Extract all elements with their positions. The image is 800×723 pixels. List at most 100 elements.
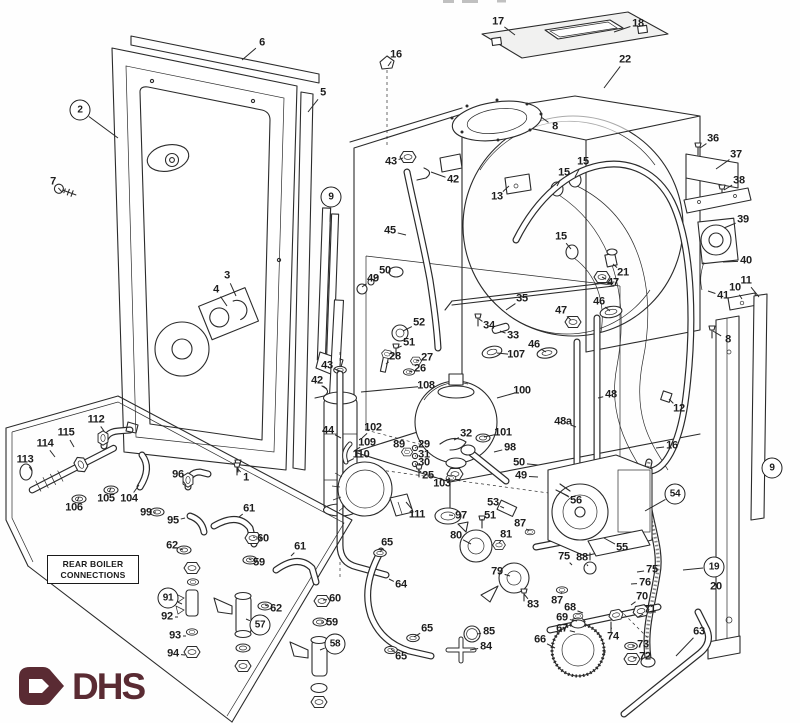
part-callout-43: 43 — [385, 155, 397, 168]
leader-line-36 — [699, 143, 707, 149]
part-callout-50: 50 — [379, 264, 391, 277]
part-callout-19: 19 — [703, 556, 725, 578]
part-callout-3: 3 — [224, 269, 230, 282]
leader-line-35 — [505, 303, 516, 311]
leader-line-69 — [569, 619, 578, 622]
leader-line-5 — [307, 98, 319, 113]
elbow-104 — [136, 451, 150, 491]
part-callout-32: 32 — [460, 427, 472, 440]
leader-line-112 — [100, 426, 105, 432]
part-callout-76: 76 — [639, 576, 651, 589]
leader-line-61 — [290, 552, 295, 557]
auto-vent-upper — [356, 266, 404, 295]
leader-line-83 — [523, 593, 529, 600]
part-callout-29: 29 — [418, 438, 430, 451]
part-callout-13: 13 — [491, 190, 503, 203]
part-callout-63: 63 — [693, 625, 705, 638]
leader-line-70 — [630, 601, 636, 606]
leader-line-104 — [133, 484, 140, 493]
part-callout-65: 65 — [381, 536, 393, 549]
part-callout-46: 46 — [528, 338, 540, 351]
dhs-logo: DHS — [16, 664, 146, 708]
leader-line-47 — [566, 315, 572, 321]
leader-line-55 — [603, 537, 616, 545]
leader-line-107 — [496, 352, 509, 355]
dhs-logo-arrow-icon — [19, 667, 64, 705]
leader-line-56 — [561, 492, 570, 498]
part-callout-75: 75 — [558, 550, 570, 563]
leader-line-66 — [546, 643, 556, 649]
part-callout-98: 98 — [504, 441, 516, 454]
leader-line-52 — [402, 326, 413, 332]
part-callout-68: 68 — [564, 601, 576, 614]
leader-line-2 — [88, 116, 119, 139]
leader-line-25 — [417, 469, 422, 473]
part-callout-35: 35 — [516, 292, 528, 305]
part-callout-37: 37 — [730, 148, 742, 161]
part-callout-57: 57 — [249, 614, 271, 636]
part-callout-115: 115 — [57, 426, 75, 439]
inset-label-line1: REAR BOILER — [62, 558, 124, 569]
part-callout-79: 79 — [491, 565, 503, 578]
part-callout-101: 101 — [494, 426, 512, 439]
part-callout-16: 16 — [390, 48, 402, 61]
leader-line-58 — [319, 647, 325, 651]
leader-line-110 — [346, 458, 355, 463]
inset-parts — [19, 421, 331, 709]
leader-line-68 — [577, 610, 584, 614]
part-callout-81: 81 — [500, 528, 512, 541]
part-callout-7: 7 — [50, 175, 56, 188]
part-callout-87: 87 — [514, 517, 526, 530]
part-callout-94: 94 — [167, 647, 179, 660]
pipe-63 — [620, 608, 712, 718]
part-callout-15: 15 — [555, 230, 567, 243]
leader-line-111 — [405, 501, 413, 510]
part-callout-106: 106 — [65, 501, 83, 514]
part-callout-61: 61 — [243, 502, 255, 515]
part-callout-20: 20 — [710, 580, 722, 593]
tee-84 — [445, 625, 481, 664]
part-callout-67: 67 — [556, 622, 568, 635]
part-callout-52: 52 — [413, 316, 425, 329]
part-callout-49: 49 — [367, 272, 379, 285]
part-callout-4: 4 — [213, 283, 219, 296]
part-callout-48a: 48a — [554, 415, 572, 428]
elbow-96 — [182, 468, 212, 491]
leader-line-16 — [387, 61, 392, 67]
leader-line-50 — [372, 275, 379, 281]
part-callout-15: 15 — [558, 166, 570, 179]
side-strip — [292, 91, 314, 471]
leader-line-81 — [498, 540, 502, 544]
fitting-21 — [604, 248, 618, 268]
leader-line-27 — [415, 359, 420, 362]
part-callout-105: 105 — [97, 492, 115, 505]
leader-line-46 — [540, 348, 547, 353]
part-callout-5: 5 — [320, 86, 326, 99]
part-callout-74: 74 — [607, 630, 619, 643]
part-callout-42: 42 — [447, 173, 459, 186]
elbow-112 — [97, 421, 139, 450]
part-callout-16: 16 — [666, 439, 678, 452]
leader-line-64 — [388, 578, 395, 582]
elbow-61b — [272, 558, 320, 586]
part-callout-97: 97 — [455, 509, 467, 522]
pipe-44 — [336, 370, 390, 579]
leader-line-71 — [637, 613, 644, 618]
part-callout-47: 47 — [555, 304, 567, 317]
fitting-cluster-27 — [379, 324, 422, 376]
part-callout-25: 25 — [422, 469, 434, 482]
leader-line-9 — [329, 207, 332, 223]
leader-line-63 — [675, 637, 694, 657]
pipe-45 — [403, 168, 442, 352]
part-callout-51: 51 — [403, 336, 415, 349]
leader-line-114 — [49, 450, 56, 458]
part-callout-46: 46 — [593, 295, 605, 308]
drain-valve-16 — [379, 55, 395, 148]
leader-line-65 — [390, 648, 396, 653]
leader-line-54 — [644, 498, 666, 512]
leader-line-11 — [750, 286, 760, 298]
leader-line-7 — [57, 187, 63, 193]
